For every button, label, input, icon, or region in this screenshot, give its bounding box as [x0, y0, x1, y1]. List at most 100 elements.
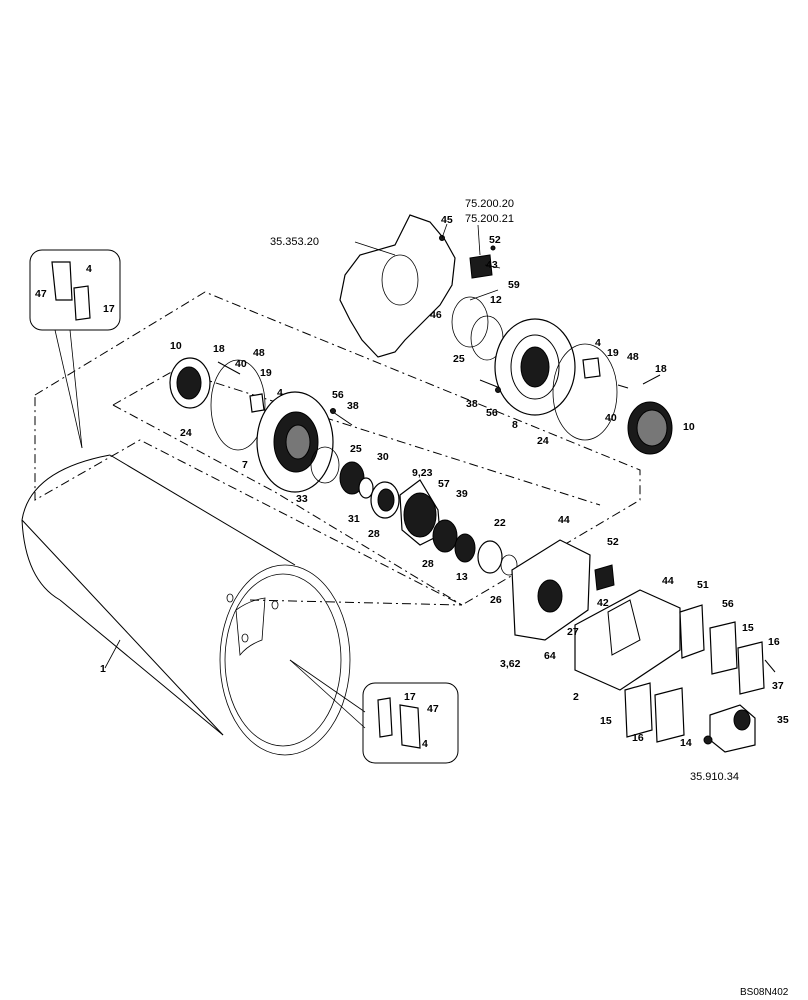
part-label: 44 [662, 575, 674, 587]
pad-4-19-top-right [582, 357, 629, 389]
part-label: 10 [170, 340, 182, 352]
top-cover-plate [469, 245, 496, 279]
drum-shell [21, 454, 351, 756]
bearing-28-right [432, 519, 458, 553]
part-label: 35 [777, 714, 789, 726]
motor-flange-8 [494, 318, 576, 416]
gasket-24-right [552, 343, 618, 441]
part-label: 1 [100, 663, 106, 675]
pin-18-right [642, 374, 661, 385]
part-label: 40 [235, 358, 247, 370]
part-label: 48 [253, 347, 265, 359]
part-label: 28 [422, 558, 434, 570]
cover-15-right [709, 621, 738, 675]
pin-18-left [217, 361, 241, 375]
o-ring-26 [500, 554, 518, 576]
cover-16-bottom [654, 687, 685, 743]
part-label: 16 [768, 636, 780, 648]
part-label: 4 [277, 387, 283, 399]
part-label: 26 [490, 594, 502, 606]
ref-75-200-20: 75.200.20 [465, 198, 514, 210]
part-label: 7 [242, 459, 248, 471]
part-label: 19 [260, 367, 272, 379]
part-label: 9,23 [412, 467, 433, 479]
seal-ring-25-left [310, 446, 340, 484]
part-label: 18 [655, 363, 667, 375]
part-label: 28 [368, 528, 380, 540]
inset-box-top-left [29, 249, 121, 449]
part-label: 4 [86, 263, 92, 275]
part-label: 27 [567, 626, 579, 638]
part-label: 38 [466, 398, 478, 410]
part-label: 43 [486, 259, 498, 271]
part-label: 48 [627, 351, 639, 363]
part-label: 22 [494, 517, 506, 529]
part-label: 39 [456, 488, 468, 500]
pad-4-19-left [249, 393, 265, 413]
part-label: 17 [103, 303, 115, 315]
part-label: 18 [213, 343, 225, 355]
part-label: 16 [632, 732, 644, 744]
part-label: 40 [605, 412, 617, 424]
ring-22 [477, 540, 503, 574]
housing-2 [574, 589, 681, 691]
ring-31 [358, 477, 374, 499]
part-label: 24 [180, 427, 192, 439]
cover-52-mid [594, 564, 615, 591]
part-label: 3,62 [500, 658, 521, 670]
part-label: 52 [489, 234, 501, 246]
part-label: 10 [683, 421, 695, 433]
leader-lines [104, 223, 501, 669]
part-label: 19 [607, 347, 619, 359]
part-label: 45 [441, 214, 453, 226]
part-label: 37 [772, 680, 784, 692]
bolt-14 [703, 735, 713, 745]
part-label: 44 [558, 514, 570, 526]
part-label: 15 [742, 622, 754, 634]
hydraulic-motor-35 [709, 704, 756, 753]
part-label: 13 [456, 571, 468, 583]
inset-box-bottom-right [289, 659, 459, 764]
cover-15-bottom [624, 682, 653, 738]
bearing-cap-10-right [627, 401, 673, 455]
part-label: 52 [607, 536, 619, 548]
bolt-37 [764, 659, 776, 673]
part-label: 17 [404, 691, 416, 703]
part-label: 4 [422, 738, 428, 750]
ref-35-353-20: 35.353.20 [270, 236, 319, 248]
part-label: 47 [35, 288, 47, 300]
part-label: 25 [350, 443, 362, 455]
part-label: 2 [573, 691, 579, 703]
part-label: 46 [430, 309, 442, 321]
part-label: 4 [595, 337, 601, 349]
part-label: 24 [537, 435, 549, 447]
end-flange-7 [256, 391, 334, 493]
ref-75-200-21: 75.200.21 [465, 213, 514, 225]
part-label: 38 [347, 400, 359, 412]
bearing-28-left [370, 481, 400, 519]
bearing-cap-10-left [169, 357, 211, 409]
part-label: 15 [600, 715, 612, 727]
part-label: 56 [332, 389, 344, 401]
part-label: 12 [490, 294, 502, 306]
part-label: 33 [296, 493, 308, 505]
part-label: 25 [453, 353, 465, 365]
part-label: 56 [486, 407, 498, 419]
part-label: 57 [438, 478, 450, 490]
ring-13 [454, 533, 476, 563]
seal-ring-12 [451, 296, 489, 348]
part-label: 59 [508, 279, 520, 291]
housing-plate-3-62 [511, 539, 591, 641]
part-label: 51 [697, 579, 709, 591]
part-label: 31 [348, 513, 360, 525]
mounting-plate [339, 214, 456, 358]
drawing-code: BS08N402 [740, 987, 789, 998]
bolt-38-left [329, 408, 353, 426]
part-label: 47 [427, 703, 439, 715]
cover-51 [679, 604, 705, 659]
part-label: 30 [377, 451, 389, 463]
part-label: 64 [544, 650, 556, 662]
part-label: 8 [512, 419, 518, 431]
part-labels: 1 2 3,62 4 4 4 4 7 8 9,23 10 10 12 13 14… [35, 214, 789, 750]
